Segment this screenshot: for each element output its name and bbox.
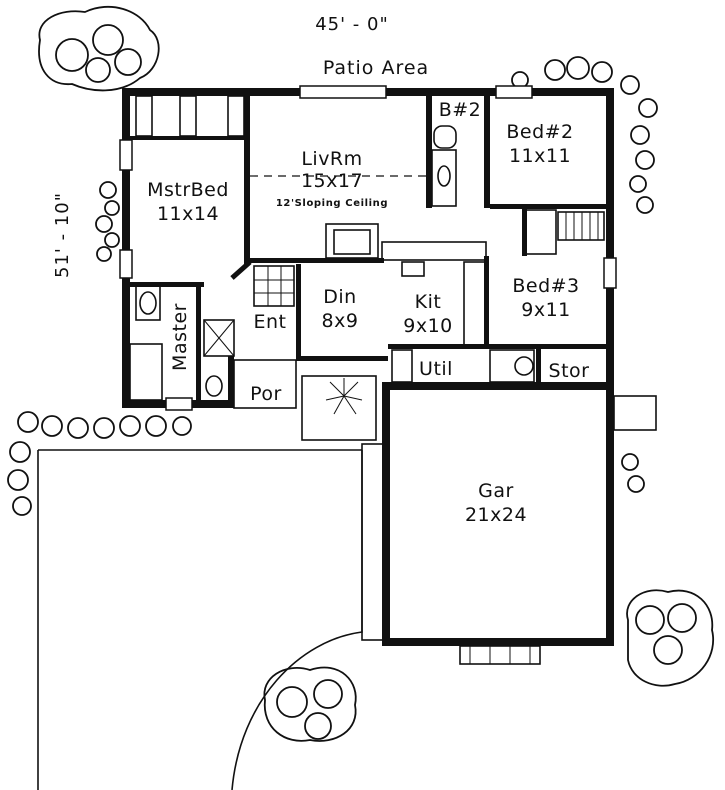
utility-name: Util xyxy=(419,358,453,380)
patio-label: Patio Area xyxy=(323,57,429,79)
living-room-size: 15x17 xyxy=(301,170,363,192)
shrub-top-left xyxy=(38,5,160,92)
bath2-name: B#2 xyxy=(439,99,482,121)
dining-name: Din xyxy=(323,286,356,308)
shrub-left-side xyxy=(95,181,120,262)
garage-name: Gar xyxy=(478,480,514,502)
entry-tile xyxy=(253,265,295,307)
storage-name: Stor xyxy=(549,360,590,382)
stair-hatch xyxy=(557,211,605,241)
master-bed-name: MstrBed xyxy=(147,179,229,201)
living-room-note: 12'Sloping Ceiling xyxy=(276,198,388,209)
master-bath-name: Master xyxy=(169,303,191,371)
garage-size: 21x24 xyxy=(465,504,527,526)
interior-walls xyxy=(130,96,606,408)
dimension-depth: 51' - 10" xyxy=(52,192,73,278)
kitchen-size: 9x10 xyxy=(403,315,453,337)
dining-size: 8x9 xyxy=(322,310,359,332)
porch-name: Por xyxy=(250,383,282,405)
entry-name: Ent xyxy=(254,311,287,333)
living-room-name: LivRm xyxy=(301,148,362,170)
dimension-width: 45' - 0" xyxy=(315,14,389,35)
shrub-right-side xyxy=(621,453,645,493)
landscaping xyxy=(7,5,714,742)
shrub-row-left xyxy=(7,411,192,516)
bed2-name: Bed#2 xyxy=(506,121,573,143)
porch-plant xyxy=(325,378,363,415)
labels: 45' - 0" 51' - 10" Patio Area LivRm 15x1… xyxy=(52,14,589,526)
master-bed-size: 11x14 xyxy=(157,203,219,225)
shrub-bottom-center xyxy=(263,666,357,742)
bed3-name: Bed#3 xyxy=(512,275,579,297)
kitchen-name: Kit xyxy=(415,291,442,313)
bed2-size: 11x11 xyxy=(509,145,571,167)
shrub-bottom-right xyxy=(626,589,714,687)
bed3-size: 9x11 xyxy=(521,299,571,321)
shrub-top-right xyxy=(511,56,658,214)
fixtures xyxy=(119,85,657,665)
